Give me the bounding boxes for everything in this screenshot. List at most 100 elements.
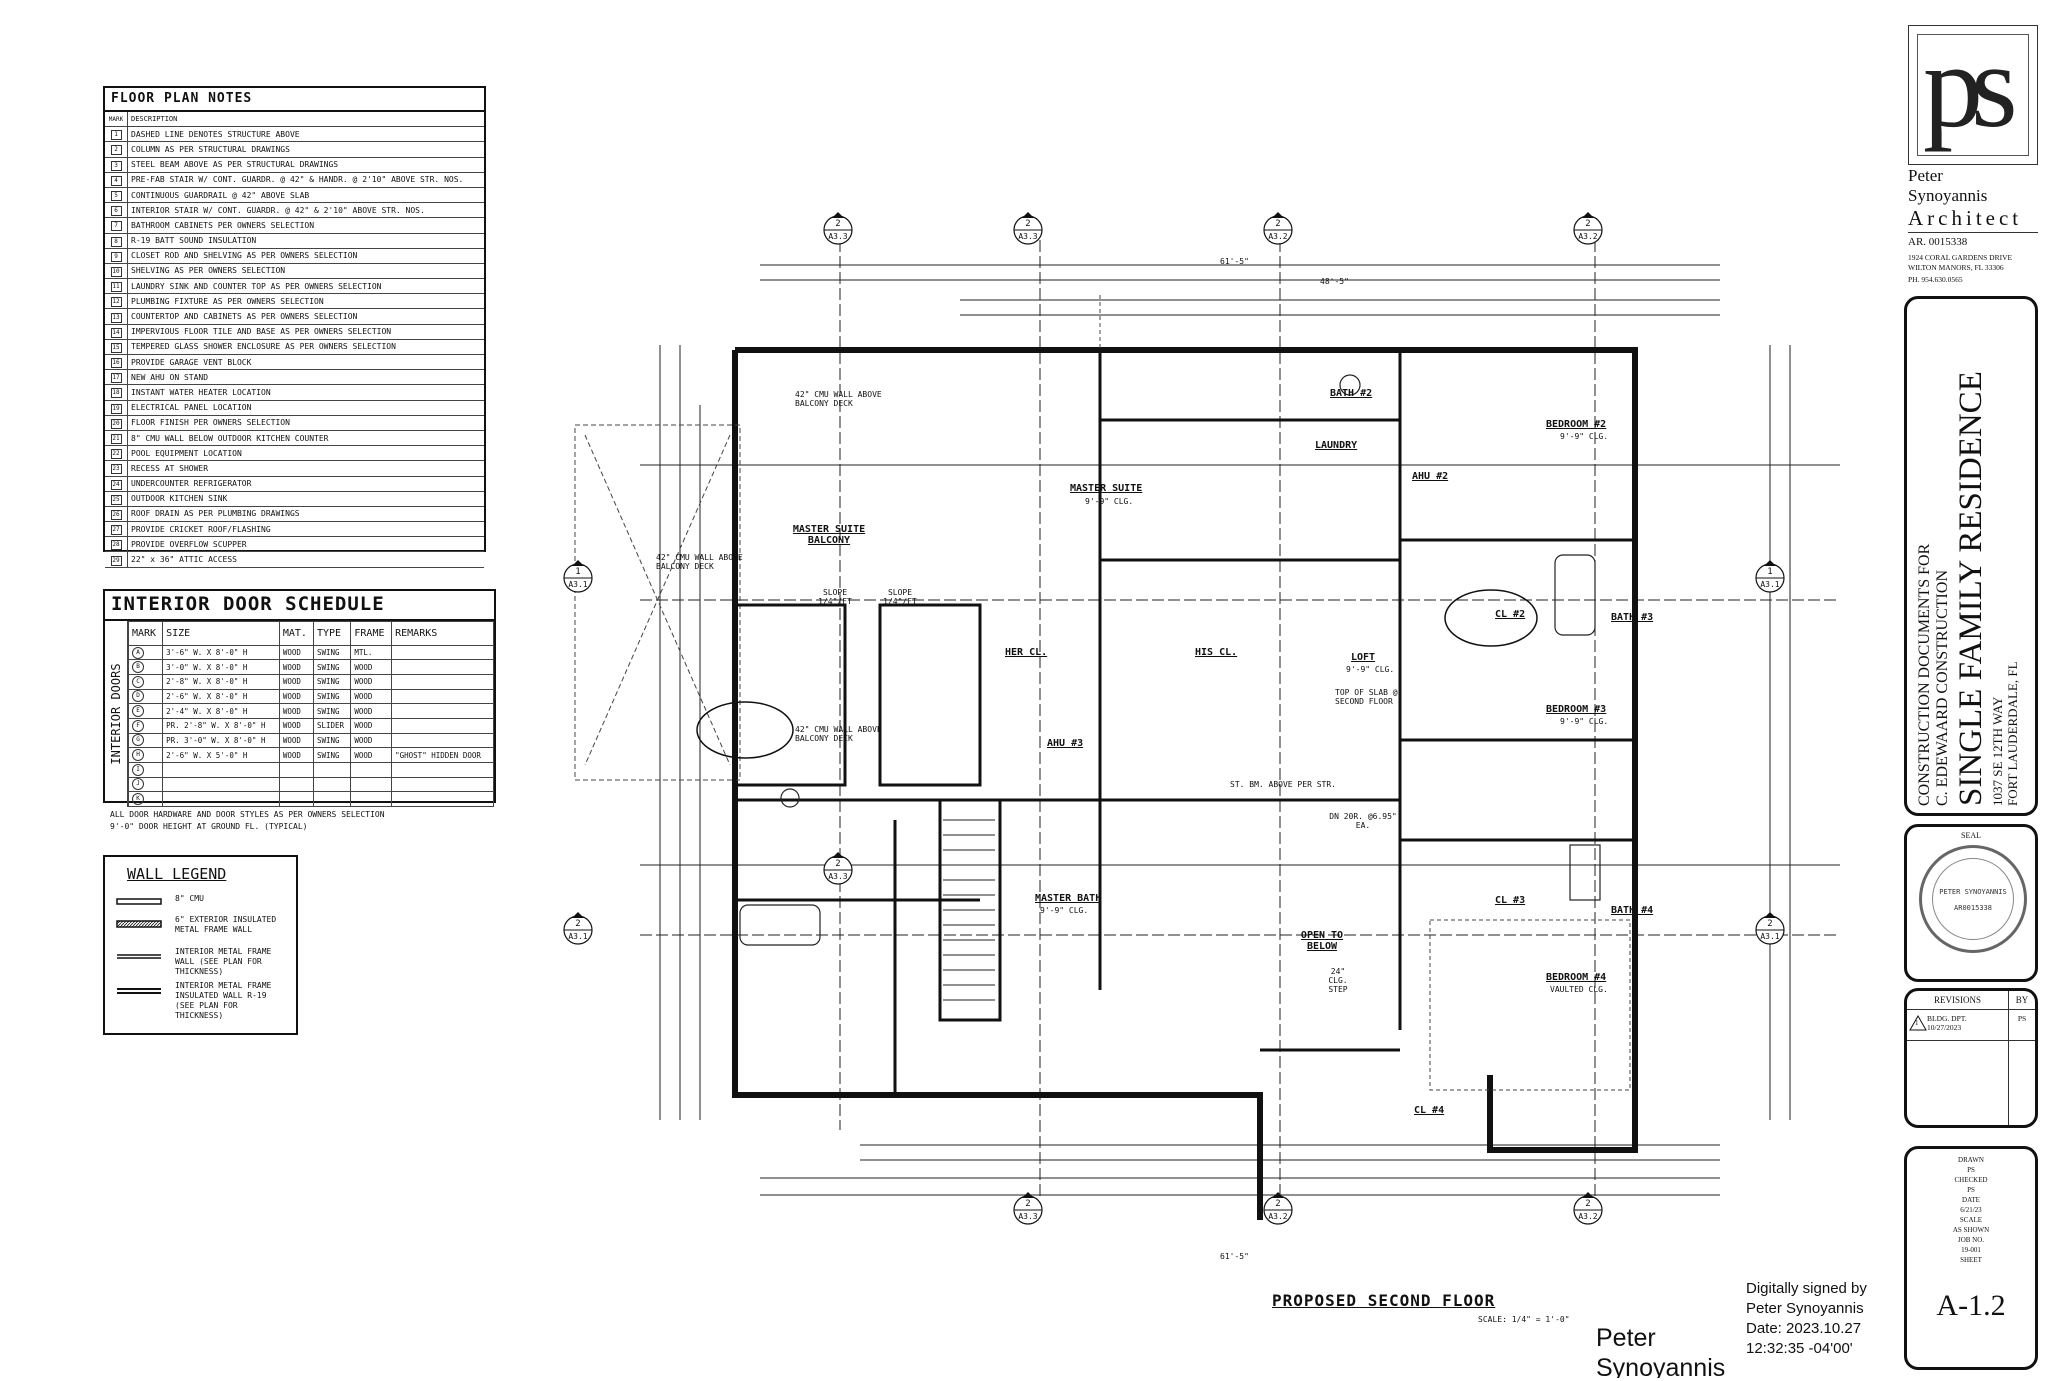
room-bath3: BATH #3 — [1611, 612, 1654, 623]
room-bedroom2-clg: 9'-9" CLG. — [1560, 432, 1609, 441]
door-cell-type: SLIDER — [312, 717, 352, 734]
section-tag-sheet: A3.3 — [1018, 232, 1038, 241]
revision-text-1: BLDG. DPT. — [1927, 1014, 1967, 1023]
note-beam-above: ST. BM. ABOVE PER STR. — [1230, 780, 1336, 789]
floor-note-mark: 9 — [105, 248, 128, 264]
floor-notes-title: FLOOR PLAN NOTES — [105, 88, 484, 112]
floor-note-text: PRE-FAB STAIR W/ CONT. GUARDR. @ 42" & H… — [127, 172, 484, 188]
room-loft: LOFT — [1351, 652, 1376, 663]
room-bedroom3: BEDROOM #3 — [1546, 704, 1607, 715]
logo-inner-frame — [1917, 34, 2029, 156]
note-cmu-wall-2: 42" CMU WALL ABOVE BALCONY DECK — [656, 553, 743, 571]
floor-note-mark-box: 4 — [110, 175, 122, 186]
section-tag-sheet: A3.3 — [828, 872, 848, 881]
door-schedule-title: INTERIOR DOOR SCHEDULE — [105, 591, 494, 621]
door-cell-type — [312, 776, 352, 793]
floor-note-text: IMPERVIOUS FLOOR TILE AND BASE AS PER OW… — [127, 324, 484, 340]
seal-panel: SEAL PETER SYNOYANNIS AR0015338 — [1904, 824, 2038, 982]
door-cell-remarks — [391, 761, 494, 778]
note-cmu-wall-3: 42" CMU WALL ABOVE BALCONY DECK — [795, 725, 882, 743]
floor-note-text: UNDERCOUNTER REFRIGERATOR — [127, 476, 484, 492]
floor-plan-drawing — [574, 240, 1840, 1220]
door-cell-frame — [350, 761, 393, 778]
floor-note-text: POOL EQUIPMENT LOCATION — [127, 445, 484, 462]
door-cell-type: SWING — [312, 732, 352, 749]
dim-top-overall: 61'-5" — [1220, 257, 1249, 266]
floor-note-mark: 3 — [105, 157, 128, 173]
wall-legend-swatches — [116, 898, 162, 994]
door-cell-remarks — [391, 703, 494, 719]
section-tag-number: 2 — [575, 919, 581, 929]
door-cell-size: 2'-4" W. X 8'-0" H — [162, 703, 280, 719]
project-text-rotated: CONSTRUCTION DOCUMENTS FOR C. EDEWAARD C… — [1916, 306, 2026, 806]
door-mark-circle: J — [132, 778, 144, 791]
date-label: DATE — [1962, 1196, 1980, 1204]
door-cell-size: 3'-6" W. X 8'-0" H — [162, 644, 280, 661]
project-address-2: FORT LAUDERDALE, FL — [2005, 661, 2020, 806]
architect-name-1: Peter — [1908, 166, 1943, 185]
door-cell-mark: B — [127, 659, 164, 675]
floor-note-mark: 26 — [105, 506, 128, 523]
floor-note-mark: 16 — [105, 354, 128, 371]
floor-note-text: PLUMBING FIXTURE AS PER OWNERS SELECTION — [127, 293, 484, 310]
door-cell-mark: K — [127, 791, 164, 807]
room-cl3: CL #3 — [1495, 895, 1526, 906]
door-cell-frame: WOOD — [350, 703, 393, 719]
floor-note-mark-box: 17 — [110, 373, 122, 384]
floor-note-mark: 10 — [105, 263, 128, 280]
col-desc: DESCRIPTION — [127, 112, 484, 128]
section-tag-sheet: A3.2 — [1268, 1212, 1288, 1221]
door-cell-mark: H — [127, 747, 164, 763]
seal-number: AR0015338 — [1954, 904, 1992, 912]
door-cell-size — [162, 761, 280, 778]
floor-note-mark-box: 13 — [110, 312, 122, 323]
floor-note-text: STEEL BEAM ABOVE AS PER STRUCTURAL DRAWI… — [127, 157, 484, 173]
floor-note-mark-box: 21 — [110, 434, 122, 445]
floor-note-mark: 21 — [105, 430, 128, 447]
door-cell-size: 3'-0" W. X 8'-0" H — [162, 659, 280, 675]
room-bedroom3-clg: 9'-9" CLG. — [1560, 717, 1609, 726]
floor-note-mark: 22 — [105, 445, 128, 462]
floor-note-mark: 28 — [105, 536, 128, 553]
note-slope-2: SLOPE 1/4"/FT — [883, 588, 917, 606]
section-tag-sheet: A3.2 — [1268, 232, 1288, 241]
project-title: SINGLE FAMILY RESIDENCE — [1953, 371, 1989, 806]
project-line-2: C. EDEWAARD CONSTRUCTION — [1934, 570, 1951, 806]
room-ahu3: AHU #3 — [1047, 738, 1084, 749]
section-tag-sheet: A3.1 — [568, 580, 588, 589]
door-col-header: MAT. — [278, 621, 314, 646]
logo-text: ps — [1923, 19, 2018, 152]
floor-note-row: 12 PLUMBING FIXTURE AS PER OWNERS SELECTI… — [105, 293, 484, 310]
floor-note-mark-box: 25 — [110, 494, 122, 505]
floor-note-mark-box: 27 — [110, 525, 122, 536]
door-cell-mark: G — [127, 732, 164, 749]
dim-top-2: 48'-5" — [1320, 277, 1349, 286]
door-cell-frame: WOOD — [350, 659, 393, 675]
seal-inner-ring — [1932, 858, 2014, 940]
section-tag-sheet: A3.1 — [1760, 932, 1780, 941]
section-tag-number: 2 — [1275, 1199, 1281, 1209]
door-col-header: SIZE — [162, 621, 280, 646]
floor-note-row: 4 PRE-FAB STAIR W/ CONT. GUARDR. @ 42" & … — [105, 172, 484, 188]
floor-note-mark-box: 12 — [110, 297, 122, 308]
floor-note-mark-box: 6 — [110, 206, 122, 217]
door-row: K — [127, 791, 494, 807]
project-panel: CONSTRUCTION DOCUMENTS FOR C. EDEWAARD C… — [1904, 296, 2038, 816]
door-cell-type: SWING — [312, 674, 352, 690]
floor-note-mark: 6 — [105, 202, 128, 219]
door-cell-remarks — [391, 659, 494, 675]
floor-note-mark: 1 — [105, 126, 128, 143]
